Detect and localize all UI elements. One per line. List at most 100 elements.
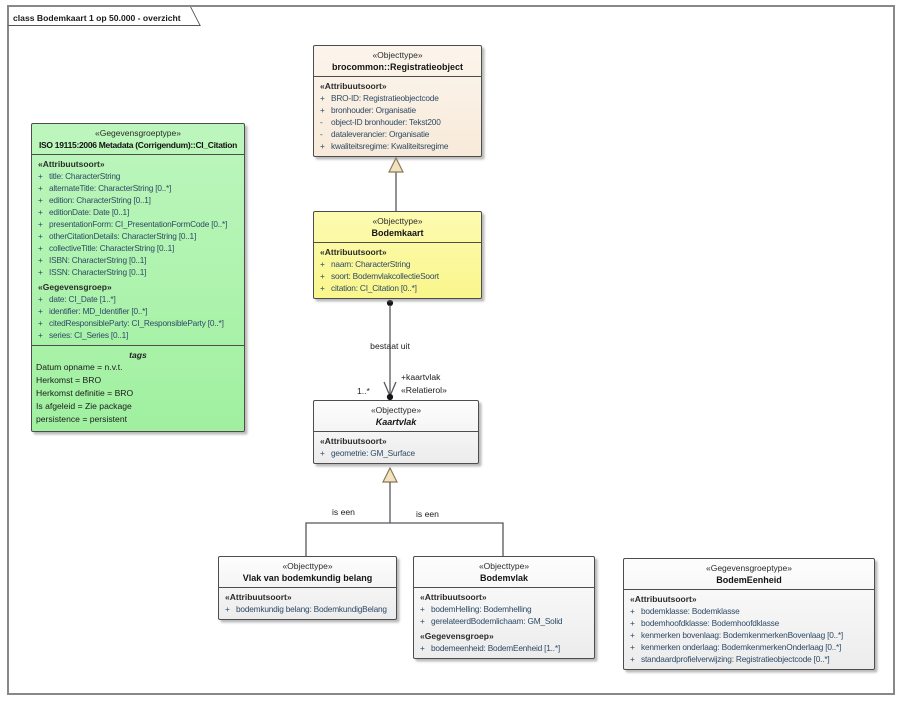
composition-source-dot-icon bbox=[386, 299, 394, 307]
attribute-row: + gerelateerdBodemlichaam: GM_Solid bbox=[418, 615, 591, 627]
attribute-text: title: CharacterString bbox=[49, 171, 121, 181]
attribute-text: geometrie: GM_Surface bbox=[331, 448, 415, 458]
attribute-row: +date: CI_Date [1..*] bbox=[36, 293, 241, 305]
attribute-row: + geometrie: GM_Surface bbox=[318, 447, 475, 459]
attribute-visibility: + bbox=[630, 642, 635, 652]
class-header: «Objecttype» Kaartvlak bbox=[314, 401, 478, 431]
generalization-arrow-icon bbox=[388, 156, 404, 173]
class-stereotype: «Objecttype» bbox=[478, 561, 530, 571]
attribute-row: +title: CharacterString bbox=[36, 170, 241, 182]
attribute-text: gerelateerdBodemlichaam: GM_Solid bbox=[431, 616, 563, 626]
attribute-visibility: + bbox=[38, 183, 43, 193]
attribute-row: + citation: CI_Citation [0..*] bbox=[318, 282, 478, 294]
attribute-text: presentationForm: CI_PresentationFormCod… bbox=[49, 219, 228, 229]
class-header: «Gegevensgroeptype» BodemEenheid bbox=[624, 559, 874, 589]
attribute-row: -object-ID bronhouder: Tekst200 bbox=[318, 116, 478, 128]
attribute-text: dataleverancier: Organisatie bbox=[331, 129, 430, 139]
attribute-visibility: + bbox=[320, 271, 325, 281]
attribute-visibility: + bbox=[420, 616, 425, 626]
attribute-group-label: «Gegevensgroep» bbox=[420, 631, 494, 641]
attribute-text: series: CI_Series [0..1] bbox=[49, 330, 129, 340]
attribute-text: citation: CI_Citation [0..*] bbox=[331, 283, 417, 293]
attribute-text: naam: CharacterString bbox=[331, 259, 411, 269]
attribute-visibility: + bbox=[38, 255, 43, 265]
tag-line: persistence = persistent bbox=[36, 414, 127, 424]
class-box-bodemkaart: «Objecttype» Bodemkaart «Attribuutsoort»… bbox=[313, 211, 482, 299]
class-name: Vlak van bodemkundig belang bbox=[242, 573, 373, 583]
attribute-visibility: + bbox=[38, 267, 43, 277]
attribute-visibility: + bbox=[630, 630, 635, 640]
diagram-frame bbox=[7, 5, 895, 695]
attribute-visibility: + bbox=[320, 283, 325, 293]
class-stereotype: «Objecttype» bbox=[282, 561, 333, 571]
attribute-row: + collectiveTitle: CharacterString [0..1] bbox=[36, 242, 241, 254]
class-box-kaartvlak: «Objecttype» Kaartvlak «Attribuutsoort»+… bbox=[313, 400, 479, 464]
attribute-group-label: «Attribuutsoort» bbox=[630, 594, 697, 604]
attribute-text: bodemeenheid: BodemEenheid [1..*] bbox=[431, 643, 561, 653]
tag-line: Herkomst definitie = BRO bbox=[36, 388, 134, 398]
attribute-visibility: + bbox=[320, 259, 325, 269]
class-name: Bodemkaart bbox=[371, 228, 424, 238]
attribute-visibility: + bbox=[630, 618, 635, 628]
attribute-group-label: «Attribuutsoort» bbox=[38, 159, 105, 169]
attribute-visibility: + bbox=[225, 604, 230, 614]
attribute-text: bodemhoofdklasse: Bodemhoofdklasse bbox=[641, 618, 780, 628]
tag-line: Datum opname = n.v.t. bbox=[36, 362, 123, 372]
attribute-text: bronhouder: Organisatie bbox=[331, 105, 416, 115]
tag-line: Is afgeleid = Zie package bbox=[36, 401, 132, 411]
attribute-visibility: + bbox=[38, 306, 43, 316]
class-box-bodemeenheid: «Gegevensgroeptype» BodemEenheid «Attrib… bbox=[623, 558, 875, 670]
attribute-row: +otherCitationDetails: CharacterString [… bbox=[36, 230, 241, 242]
attribute-text: collectiveTitle: CharacterString [0..1] bbox=[49, 243, 175, 253]
attribute-text: kenmerken onderlaag: BodemkenmerkenOnder… bbox=[641, 642, 842, 652]
class-header: «Objecttype» Bodemkaart bbox=[314, 212, 481, 242]
attribute-group-label: «Attribuutsoort» bbox=[225, 592, 292, 602]
attribute-row: + presentationForm: CI_PresentationFormCo… bbox=[36, 218, 241, 230]
attribute-visibility: + bbox=[38, 318, 43, 328]
attribute-visibility: + bbox=[38, 231, 43, 241]
class-header: «Objecttype» Vlak van bodemkundig belang bbox=[219, 557, 396, 587]
attribute-visibility: + bbox=[320, 93, 325, 103]
class-box-ci-citation: «Gegevensgroeptype» ISO 19115:2006 Metad… bbox=[31, 123, 245, 432]
attribute-visibility: + bbox=[38, 330, 43, 340]
attribute-text: citedResponsibleParty: CI_ResponsiblePar… bbox=[49, 318, 224, 328]
edge-label-bestaat-uit: bestaat uit bbox=[370, 341, 410, 351]
class-header: «Objecttype» brocommon::Registratieobjec… bbox=[314, 46, 481, 76]
attribute-text: date: CI_Date [1..*] bbox=[49, 294, 116, 304]
diagram-title-tab: class Bodemkaart 1 op 50.000 - overzicht bbox=[7, 5, 187, 26]
attribute-text: alternateTitle: CharacterString [0..*] bbox=[49, 183, 172, 193]
attribute-row: -dataleverancier: Organisatie bbox=[318, 128, 478, 140]
diagram-title: class Bodemkaart 1 op 50.000 - overzicht bbox=[13, 13, 181, 23]
class-name: brocommon::Registratieobject bbox=[331, 62, 463, 72]
attribute-row: +edition: CharacterString [0..1] bbox=[36, 194, 241, 206]
attribute-row: + bodemkundig belang: BodemkundigBelang bbox=[223, 603, 393, 615]
class-name: Kaartvlak bbox=[375, 417, 417, 427]
edge-label-role: +kaartvlak bbox=[401, 372, 441, 382]
class-attributes: «Attribuutsoort»+BRO-ID: Registratieobje… bbox=[314, 76, 481, 156]
attribute-text: ISBN: CharacterString [0..1] bbox=[49, 255, 147, 265]
attribute-visibility: + bbox=[320, 448, 325, 458]
attribute-visibility: + bbox=[320, 141, 325, 151]
attribute-visibility: + bbox=[38, 195, 43, 205]
attribute-text: bodemkundig belang: BodemkundigBelang bbox=[236, 604, 387, 614]
attribute-text: soort: BodemvlakcollectieSoort bbox=[331, 271, 439, 281]
attribute-visibility: + bbox=[38, 243, 43, 253]
class-stereotype: «Objecttype» bbox=[370, 405, 422, 415]
edge-label-multiplicity: 1..* bbox=[357, 386, 370, 396]
attribute-visibility: + bbox=[320, 105, 325, 115]
attribute-row: +editionDate: Date [0..1] bbox=[36, 206, 241, 218]
class-attributes: «Attribuutsoort»+naam: CharacterString+s… bbox=[314, 242, 481, 298]
attribute-text: kwaliteitsregime: Kwaliteitsregime bbox=[331, 141, 449, 151]
class-attributes: «Attribuutsoort»+title: CharacterString+… bbox=[32, 154, 244, 345]
attribute-row: + bronhouder: Organisatie bbox=[318, 104, 478, 116]
class-attributes: «Attribuutsoort» + bodemkundig belang: Bod… bbox=[219, 587, 396, 619]
attribute-row: + kwaliteitsregime: Kwaliteitsregime bbox=[318, 140, 478, 152]
attribute-row: +kenmerken bovenlaag: BodemkenmerkenBove… bbox=[628, 629, 871, 641]
class-name: Bodemvlak bbox=[479, 573, 529, 583]
class-box-vlak-van-bodemkundig-belang: «Objecttype» Vlak van bodemkundig belang… bbox=[218, 556, 397, 620]
attribute-visibility: + bbox=[38, 207, 43, 217]
attribute-visibility: - bbox=[320, 117, 323, 127]
edge-label-is-een-left: is een bbox=[332, 507, 355, 517]
attribute-visibility: + bbox=[38, 219, 43, 229]
attribute-row: + citedResponsibleParty: CI_ResponsiblePa… bbox=[36, 317, 241, 329]
